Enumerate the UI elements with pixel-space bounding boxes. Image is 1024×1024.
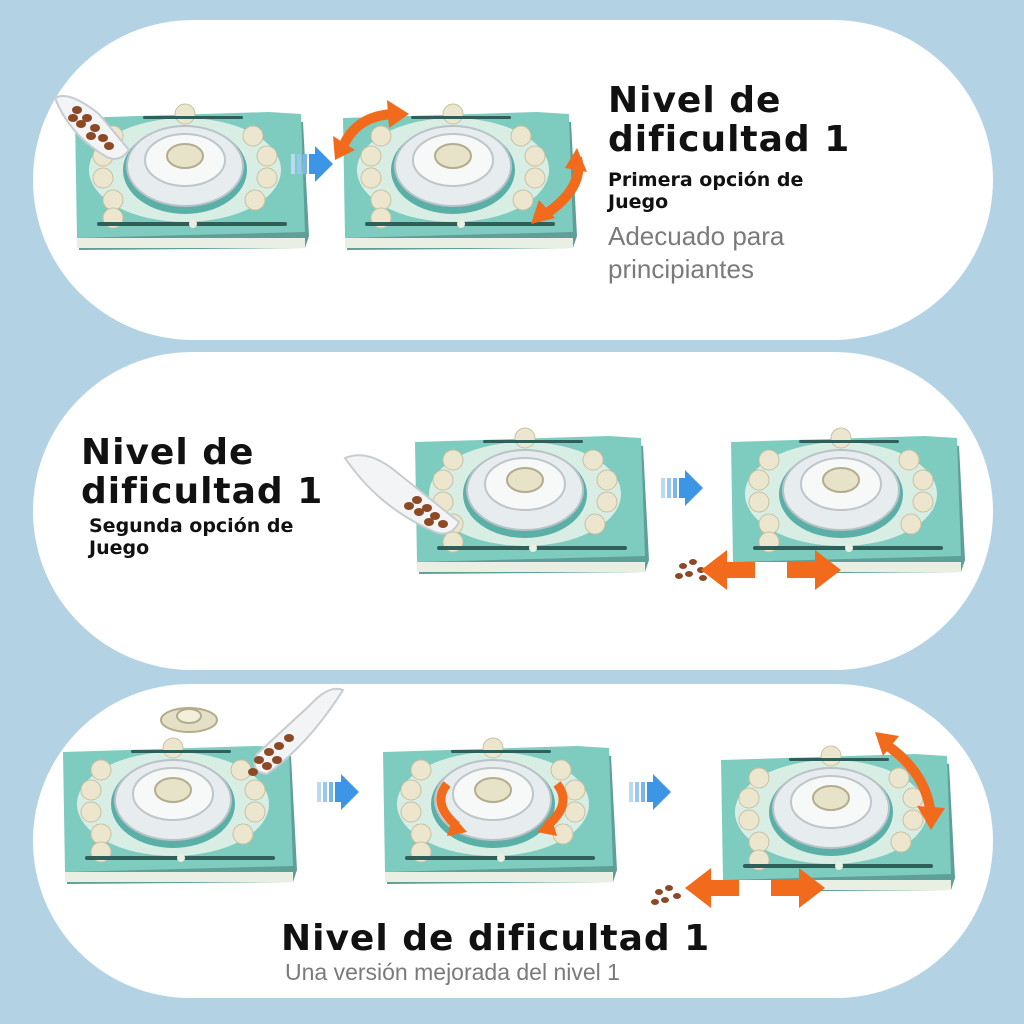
- level-description: Adecuado para principiantes: [608, 221, 785, 284]
- scoop-with-kibble: [53, 95, 131, 160]
- next-step-arrow-icon: [629, 774, 671, 810]
- game-option-label: Segunda opción de Juego: [89, 515, 294, 559]
- level-title: Nivel de dificultad 1: [608, 80, 851, 160]
- scoop-with-kibble: [248, 687, 345, 776]
- rotate-arrow-icon: [875, 732, 945, 830]
- level-panel-2: Nivel de dificultad 1 Segunda opción de …: [33, 352, 993, 670]
- level-title: Nivel de dificultad 1: [281, 918, 711, 959]
- rotate-arrow-icon: [333, 100, 409, 160]
- slide-arrow-icon: [685, 868, 825, 908]
- level-panel-3: Nivel de dificultad 1 Una versión mejora…: [33, 684, 993, 998]
- level-panel-1: Nivel de dificultad 1 Primera opción de …: [33, 20, 993, 340]
- spin-arrows-icon: [436, 781, 568, 836]
- next-step-arrow-icon: [317, 774, 359, 810]
- rotate-arrow-icon: [531, 148, 587, 224]
- cap-icon: [160, 707, 218, 733]
- level-title: Nivel de dificultad 1: [81, 432, 324, 512]
- next-step-arrow-icon: [661, 470, 703, 506]
- scoop-with-kibble: [343, 454, 461, 535]
- game-option-label: Primera opción de Juego: [608, 169, 804, 213]
- level-description: Una versión mejorada del nivel 1: [285, 959, 620, 985]
- next-step-arrow-icon: [291, 146, 333, 182]
- slide-arrow-icon: [701, 550, 841, 590]
